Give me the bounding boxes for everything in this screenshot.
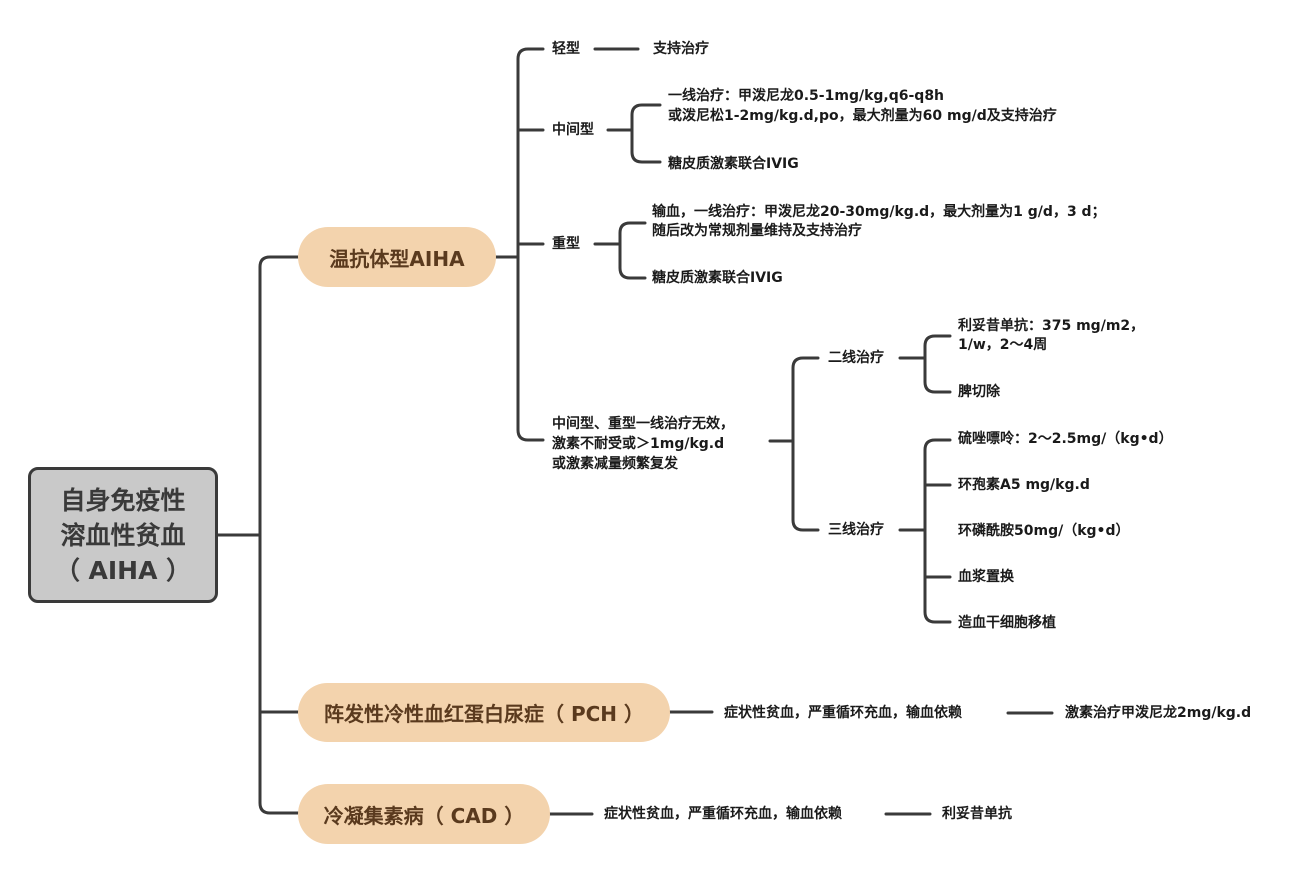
mild-type-label[interactable]: 轻型: [552, 41, 580, 57]
second-line-label[interactable]: 二线治疗: [828, 350, 884, 366]
refractory-line-1[interactable]: 中间型、重型一线治疗无效，: [552, 416, 734, 432]
cad-treatment[interactable]: 利妥昔单抗: [942, 806, 1012, 822]
severe-treatment-1[interactable]: 输血，一线治疗：甲泼尼龙20-30mg/kg.d，最大剂量为1 g/d，3 d；: [652, 204, 1106, 220]
intermediate-type-label[interactable]: 中间型: [552, 122, 594, 138]
cad-symptom[interactable]: 症状性贫血，严重循环充血，输血依赖: [604, 806, 842, 822]
severe-type-label[interactable]: 重型: [552, 236, 580, 252]
severe-treatment-2[interactable]: 随后改为常规剂量维持及支持治疗: [652, 223, 862, 239]
third-line-label[interactable]: 三线治疗: [828, 522, 884, 538]
pch-symptom[interactable]: 症状性贫血，严重循环充血，输血依赖: [724, 705, 962, 721]
third-line-item[interactable]: 环磷酰胺50mg/（kg•d）: [958, 523, 1130, 539]
refractory-line-3[interactable]: 或激素减量频繁复发: [552, 456, 678, 472]
mild-treatment[interactable]: 支持治疗: [653, 41, 709, 57]
rituximab-line-2[interactable]: 1/w，2～4周: [958, 337, 1048, 353]
cad-node[interactable]: 冷凝集素病（ CAD ）: [298, 784, 550, 844]
root-title-line-2: 溶血性贫血: [60, 520, 186, 550]
root-title-line-3: （ AIHA ）: [54, 555, 192, 585]
third-line-item[interactable]: 血浆置换: [958, 569, 1014, 585]
third-line-item[interactable]: 环孢素A5 mg/kg.d: [958, 477, 1090, 493]
root-node[interactable]: 自身免疫性 溶血性贫血 （ AIHA ）: [28, 467, 218, 603]
intermediate-first-line-2[interactable]: 或泼尼松1-2mg/kg.d,po，最大剂量为60 mg/d及支持治疗: [668, 108, 1057, 124]
splenectomy[interactable]: 脾切除: [958, 384, 1000, 400]
pch-node[interactable]: 阵发性冷性血红蛋白尿症（ PCH ）: [298, 683, 670, 742]
pch-treatment[interactable]: 激素治疗甲泼尼龙2mg/kg.d: [1065, 705, 1252, 721]
third-line-item[interactable]: 硫唑嘌呤：2～2.5mg/（kg•d）: [958, 431, 1173, 447]
intermediate-first-line-1[interactable]: 一线治疗：甲泼尼龙0.5-1mg/kg,q6-q8h: [668, 88, 945, 104]
refractory-line-2[interactable]: 激素不耐受或＞1mg/kg.d: [552, 436, 725, 452]
root-title-line-1: 自身免疫性: [60, 485, 186, 515]
rituximab-line-1[interactable]: 利妥昔单抗：375 mg/m2，: [958, 318, 1145, 334]
warm-aiha-node[interactable]: 温抗体型AIHA: [298, 227, 496, 287]
third-line-item[interactable]: 造血干细胞移植: [958, 615, 1056, 631]
intermediate-ivig[interactable]: 糖皮质激素联合IVIG: [668, 156, 799, 172]
severe-ivig[interactable]: 糖皮质激素联合IVIG: [652, 270, 783, 286]
